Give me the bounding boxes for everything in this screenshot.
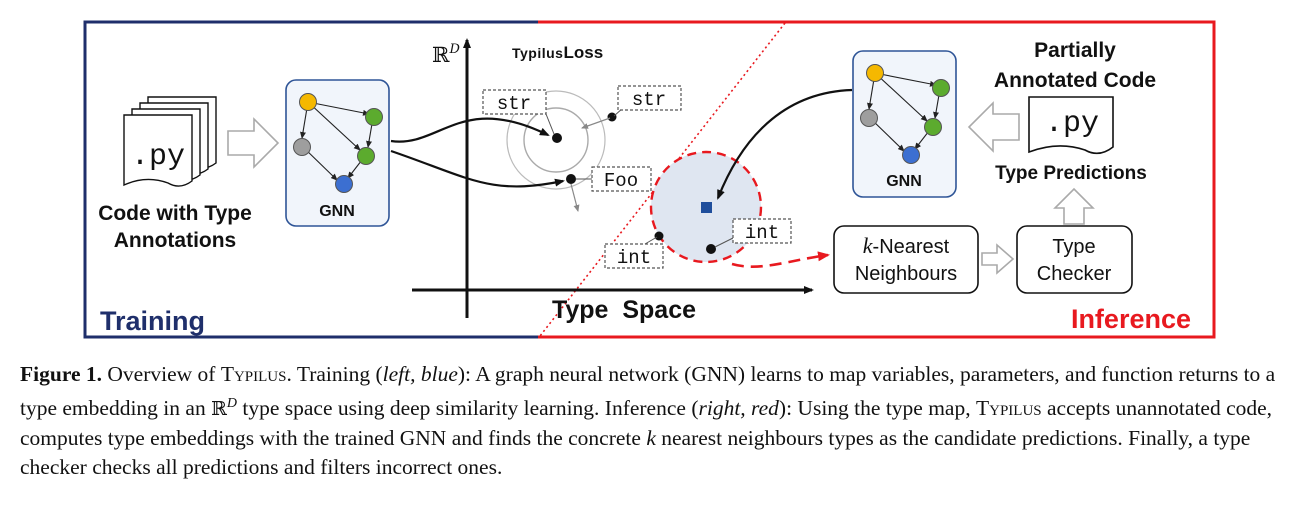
gnn-node-blue xyxy=(902,146,920,164)
inference-code-file: .py xyxy=(1028,96,1114,155)
gnn-node-gray xyxy=(293,138,311,156)
type-tag-int: int xyxy=(732,218,792,244)
loss-circle-inner xyxy=(523,107,589,173)
caption-typilus: Typilus xyxy=(975,396,1042,421)
svg-text:int: int xyxy=(617,247,651,269)
gnn-node-green xyxy=(365,108,383,126)
checker-line1: Type xyxy=(1052,236,1095,258)
knn-line2: Neighbours xyxy=(855,263,957,285)
caption-math-d: D xyxy=(226,396,237,411)
int-tag-leader xyxy=(714,237,734,248)
gnn-node-green xyxy=(924,118,942,136)
caption-text: type space using deep similarity learnin… xyxy=(237,396,699,421)
caption-text: Overview of xyxy=(102,362,221,386)
pull-arrow xyxy=(581,117,611,129)
inference-file-label: .py xyxy=(1045,107,1099,141)
training-caption-line1: Code with Type xyxy=(98,202,252,225)
inference-code-line2: Annotated Code xyxy=(994,69,1156,92)
red-dashed-arrow xyxy=(731,251,830,268)
inference-code-line1: Partially xyxy=(1034,39,1116,62)
hollow-arrow-knn-checker xyxy=(981,243,1015,275)
push-arrow xyxy=(570,183,580,212)
inference-panel-border xyxy=(538,20,1216,339)
training-file-label: .py xyxy=(131,140,185,174)
inference-gnn-label: GNN xyxy=(886,173,922,190)
type-tag-foo: Foo xyxy=(591,166,652,192)
hollow-arrow-inference xyxy=(967,101,1020,153)
embedding-arrow-lower xyxy=(390,149,565,188)
gnn-node-yellow xyxy=(866,64,884,82)
embedding-point-int xyxy=(654,231,664,241)
type-tag-str: str xyxy=(617,85,682,111)
y-axis-label: ℝD xyxy=(432,42,460,67)
str-tag-leader xyxy=(545,113,555,135)
inference-gnn-panel: GNN xyxy=(852,50,957,198)
checker-line2: Checker xyxy=(1037,263,1112,285)
svg-text:str: str xyxy=(497,93,531,115)
x-axis-label: Type Space xyxy=(552,296,696,324)
embedding-point-str xyxy=(552,133,562,143)
type-predictions-label: Type Predictions xyxy=(995,163,1147,184)
gnn-node-green xyxy=(357,147,375,165)
type-tag-str: str xyxy=(482,89,547,115)
training-panel-border xyxy=(83,20,538,339)
embedding-point-foo xyxy=(566,174,576,184)
gnn-node-green xyxy=(932,79,950,97)
caption-text: . Training ( xyxy=(286,362,383,386)
svg-text:Foo: Foo xyxy=(604,170,638,192)
knn-box: k-Nearest Neighbours xyxy=(833,225,979,294)
query-embedding-marker xyxy=(701,202,712,213)
caption-math-r: ℝ xyxy=(211,398,227,421)
gnn-node-blue xyxy=(335,175,353,193)
gnn-node-yellow xyxy=(299,93,317,111)
loss-circle-outer xyxy=(506,90,606,190)
caption-text: accepts unannotated code, computes type … xyxy=(20,396,1273,451)
training-inference-divider xyxy=(539,22,786,337)
caption-figure-number: Figure 1. xyxy=(20,362,103,386)
caption-emphasis: left, blue xyxy=(382,362,458,386)
loss-label: TypilusLoss xyxy=(512,43,603,62)
figure-caption: Figure 1. Overview of Typilus. Training … xyxy=(20,360,1282,482)
caption-text: nearest neighbours types as the candidat… xyxy=(20,426,1251,480)
caption-text: ): Using the type map, xyxy=(778,396,976,421)
knn-line1: k-Nearest xyxy=(863,233,950,258)
type-checker-box: Type Checker xyxy=(1016,225,1133,294)
caption-text: ): A graph neural network (GNN) learns t… xyxy=(20,362,1276,421)
training-gnn-label: GNN xyxy=(319,203,355,220)
int-tag-leader xyxy=(644,236,658,245)
caption-emphasis: right, red xyxy=(698,396,779,421)
embedding-point-str xyxy=(607,112,617,122)
caption-math-k: k xyxy=(646,426,656,451)
typilus-overview-diagram: .py Code with Type Annotations GNN ℝD Ty… xyxy=(83,20,1216,339)
embedding-arrow-upper xyxy=(390,117,550,143)
hollow-arrow-up xyxy=(1053,187,1095,225)
type-tag-int: int xyxy=(604,243,664,269)
training-caption-line2: Annotations xyxy=(114,229,236,252)
code-files-stack: .py xyxy=(123,96,217,187)
hollow-arrow-training xyxy=(227,117,280,169)
query-embedding-arrow xyxy=(716,88,853,200)
svg-text:int: int xyxy=(745,222,779,244)
caption-typilus: Typilus xyxy=(220,362,287,386)
embedding-point-int xyxy=(706,244,716,254)
svg-text:str: str xyxy=(632,89,666,111)
inference-panel-label: Inference xyxy=(1071,304,1191,334)
training-panel-label: Training xyxy=(100,306,205,336)
gnn-node-gray xyxy=(860,109,878,127)
training-gnn-panel: GNN xyxy=(285,79,390,227)
